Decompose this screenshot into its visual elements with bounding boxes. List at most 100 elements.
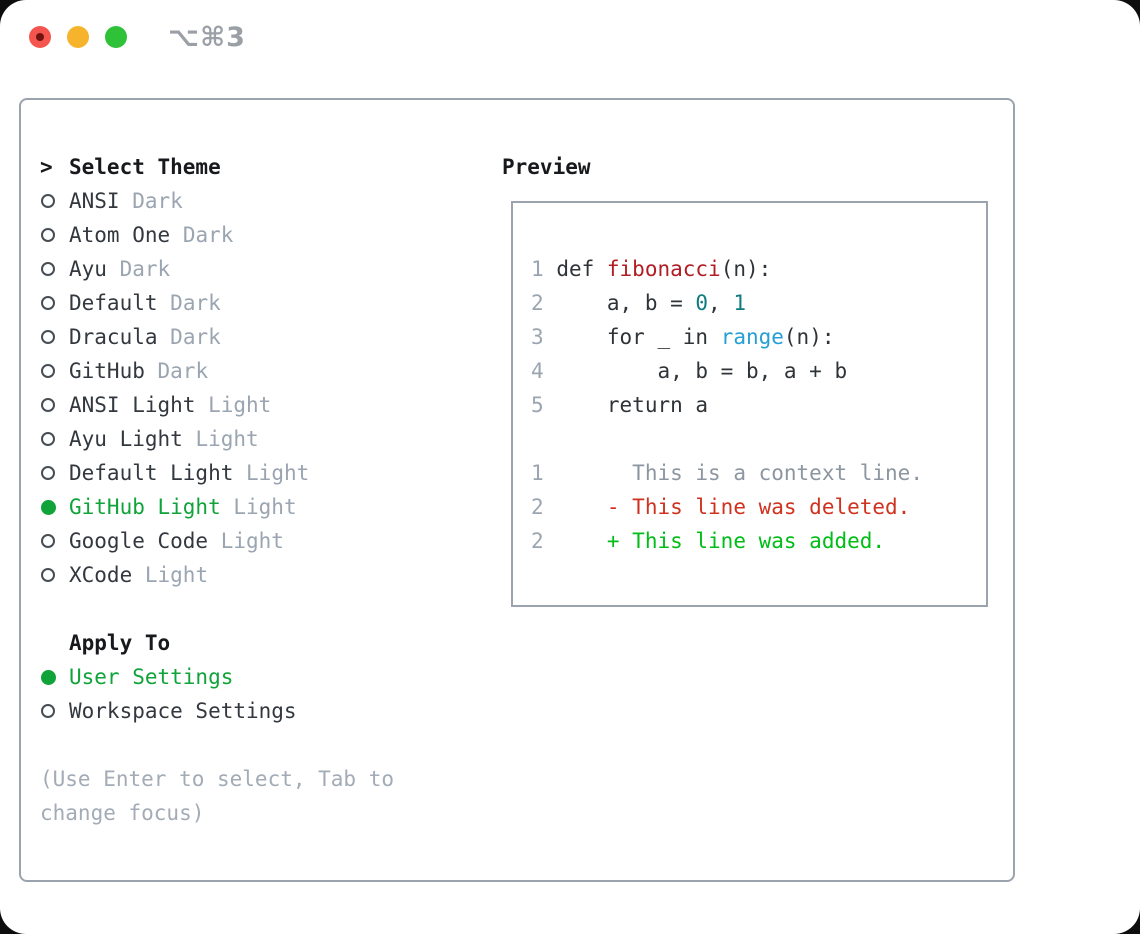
line-number: 1	[531, 257, 544, 281]
window-title: ⌥⌘3	[168, 22, 246, 53]
line-number: 5	[531, 393, 544, 417]
token-number: 1	[733, 291, 746, 315]
radio-icon[interactable]	[41, 398, 55, 412]
apply-to-header: Apply To	[40, 626, 480, 660]
code-content: a, b = b, a + b	[556, 359, 847, 383]
code-content: a, b = 0, 1	[556, 291, 746, 315]
theme-variant: Light	[233, 495, 297, 519]
line-number: 4	[531, 359, 544, 383]
diff-line-added: 2 + This line was added.	[531, 524, 986, 558]
radio-icon[interactable]	[41, 330, 55, 344]
keyboard-hint: (Use Enter to select, Tab to change focu…	[40, 767, 407, 825]
code-content: return a	[556, 393, 708, 417]
token-plain: return a	[556, 393, 709, 417]
token-plain: (n):	[783, 325, 835, 349]
apply-to-title: Apply To	[69, 631, 171, 655]
code-line: 4 a, b = b, a + b	[531, 354, 986, 388]
theme-selector-column: > Select Theme ANSI Dark Atom One Dark A…	[40, 150, 480, 830]
theme-option-google-code[interactable]: Google Code Light	[40, 524, 480, 558]
theme-name: Dracula	[69, 325, 158, 349]
radio-icon[interactable]	[41, 568, 55, 582]
theme-option-github[interactable]: GitHub Dark	[40, 354, 480, 388]
select-theme-title: Select Theme	[69, 155, 221, 179]
theme-name: XCode	[69, 563, 133, 587]
theme-variant: Dark	[170, 291, 221, 315]
theme-name: Default Light	[69, 461, 234, 485]
preview-title: Preview	[502, 155, 591, 179]
radio-icon[interactable]	[41, 534, 55, 548]
radio-icon[interactable]	[41, 704, 55, 718]
theme-option-ayu-light[interactable]: Ayu Light Light	[40, 422, 480, 456]
theme-name: GitHub Light	[69, 495, 221, 519]
line-number: 2	[531, 291, 544, 315]
titlebar: ⌥⌘3	[0, 0, 1140, 74]
code-content: def fibonacci(n):	[556, 257, 771, 281]
radio-icon[interactable]	[41, 262, 55, 276]
theme-name: Atom One	[69, 223, 171, 247]
token-plain: (n):	[720, 257, 772, 281]
token-builtin: range	[720, 325, 784, 349]
theme-variant: Light	[208, 393, 272, 417]
radio-icon[interactable]	[41, 194, 55, 208]
code-line: 1 def fibonacci(n):	[531, 252, 986, 286]
blank-line	[531, 422, 986, 456]
token-plain: ,	[708, 291, 734, 315]
theme-variant: Light	[144, 563, 209, 587]
diff-line-context: 1 This is a context line.	[531, 456, 986, 490]
theme-option-atom-one[interactable]: Atom One Dark	[40, 218, 480, 252]
radio-icon[interactable]	[41, 466, 55, 480]
code-line: 2 a, b = 0, 1	[531, 286, 986, 320]
theme-name: Ayu	[69, 257, 107, 281]
radio-icon[interactable]	[41, 228, 55, 242]
apply-to-list: User Settings Workspace Settings	[40, 660, 480, 728]
theme-option-xcode[interactable]: XCode Light	[40, 558, 480, 592]
diff-content: - This line was deleted.	[556, 495, 911, 519]
radio-selected-icon[interactable]	[41, 669, 56, 685]
radio-icon[interactable]	[41, 432, 55, 446]
code-content: for _ in range(n):	[556, 325, 835, 349]
theme-option-default[interactable]: Default Dark	[40, 286, 480, 320]
line-number: 2	[531, 529, 544, 553]
token-function: fibonacci	[606, 257, 721, 281]
theme-option-default-light[interactable]: Default Light Light	[40, 456, 480, 490]
theme-variant: Light	[220, 529, 284, 553]
theme-option-ayu[interactable]: Ayu Dark	[40, 252, 480, 286]
theme-variant: Dark	[132, 189, 183, 213]
token-plain: def	[556, 257, 607, 281]
preview-code-box: 1 def fibonacci(n): 2 a, b = 0, 1 3 for …	[511, 201, 988, 607]
theme-name: GitHub	[69, 359, 145, 383]
theme-variant: Light	[246, 461, 310, 485]
diff-line-deleted: 2 - This line was deleted.	[531, 490, 986, 524]
theme-name: Default	[69, 291, 158, 315]
apply-option-user-settings[interactable]: User Settings	[40, 660, 480, 694]
theme-option-ansi[interactable]: ANSI Dark	[40, 184, 480, 218]
apply-option-workspace-settings[interactable]: Workspace Settings	[40, 694, 480, 728]
token-plain: for _ in	[556, 325, 721, 349]
close-button[interactable]	[29, 26, 51, 48]
traffic-lights	[29, 26, 127, 48]
spacer	[40, 728, 480, 762]
theme-variant: Dark	[157, 359, 209, 383]
line-number: 2	[531, 495, 544, 519]
theme-option-ansi-light[interactable]: ANSI Light Light	[40, 388, 480, 422]
spacer	[40, 592, 480, 626]
theme-option-dracula[interactable]: Dracula Dark	[40, 320, 480, 354]
theme-option-github-light[interactable]: GitHub Light Light	[40, 490, 480, 524]
diff-content: + This line was added.	[556, 529, 886, 553]
line-number: 3	[531, 325, 544, 349]
diff-content: This is a context line.	[556, 461, 923, 485]
theme-name: ANSI	[69, 189, 120, 213]
radio-icon[interactable]	[41, 296, 55, 310]
select-theme-header: > Select Theme	[40, 150, 480, 184]
theme-variant: Light	[195, 427, 259, 451]
theme-variant: Dark	[182, 223, 234, 247]
theme-list: ANSI Dark Atom One Dark Ayu Dark Default…	[40, 184, 480, 592]
radio-selected-icon[interactable]	[41, 499, 56, 515]
theme-name: User Settings	[69, 665, 234, 689]
zoom-button[interactable]	[105, 26, 127, 48]
theme-name: ANSI Light	[69, 393, 196, 417]
theme-variant: Dark	[119, 257, 171, 281]
radio-icon[interactable]	[41, 364, 55, 378]
minimize-button[interactable]	[67, 26, 89, 48]
